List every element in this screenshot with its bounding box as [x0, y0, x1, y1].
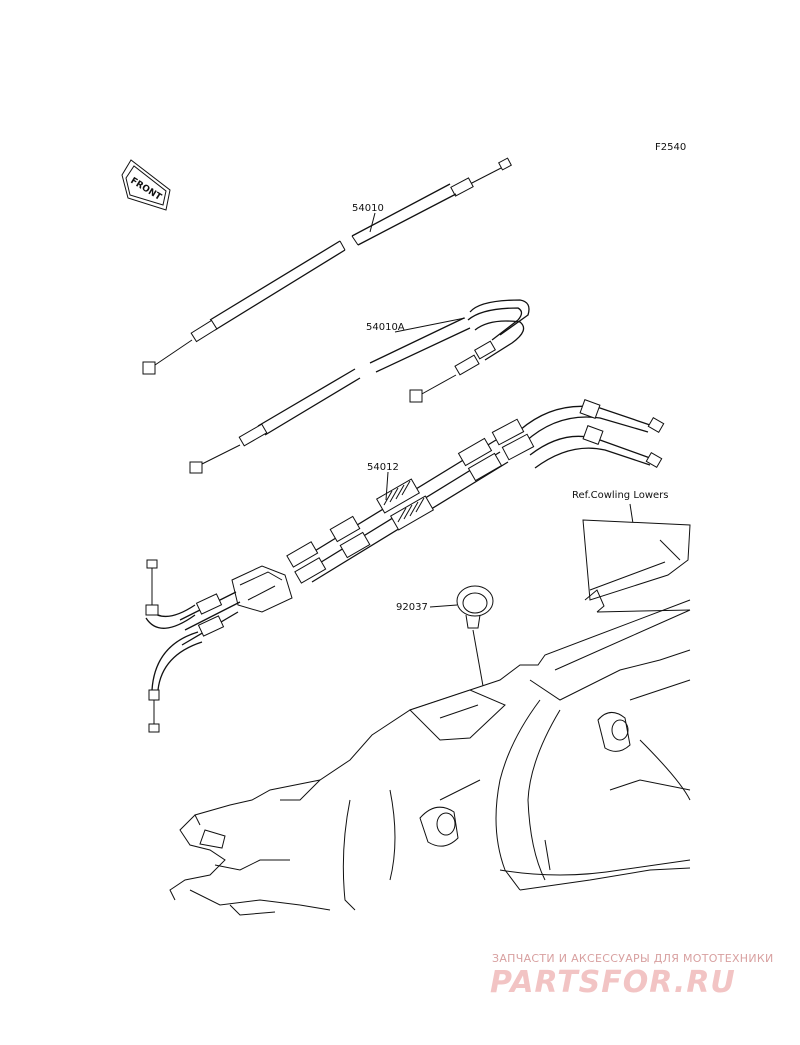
leader-54012: [385, 471, 389, 501]
clamp-92037: [456, 585, 494, 687]
part-number-54010a: 54010A: [366, 322, 405, 333]
part-number-92037: 92037: [396, 602, 428, 613]
cowling-frame: [169, 519, 691, 916]
leader-92037: [429, 604, 458, 608]
watermark-brand-logo: PARTSFOR.RU: [490, 965, 736, 1000]
cable-54010a: [189, 299, 530, 474]
cable-54010: [142, 157, 512, 375]
figure-code: F2540: [655, 142, 686, 153]
leader-54010: [369, 212, 376, 233]
part-number-54012: 54012: [367, 462, 399, 473]
reference-label: Ref.Cowling Lowers: [572, 490, 669, 501]
watermark: ЗАПЧАСТИ И АКСЕССУАРЫ ДЛЯ МОТОТЕХНИКИ PA…: [490, 952, 774, 1000]
cable-54012: [145, 399, 665, 733]
watermark-tagline: ЗАПЧАСТИ И АКСЕССУАРЫ ДЛЯ МОТОТЕХНИКИ: [492, 952, 774, 965]
front-arrow-icon: FRONT: [121, 159, 171, 211]
leader-54010a: [394, 317, 466, 333]
part-number-54010: 54010: [352, 203, 384, 214]
